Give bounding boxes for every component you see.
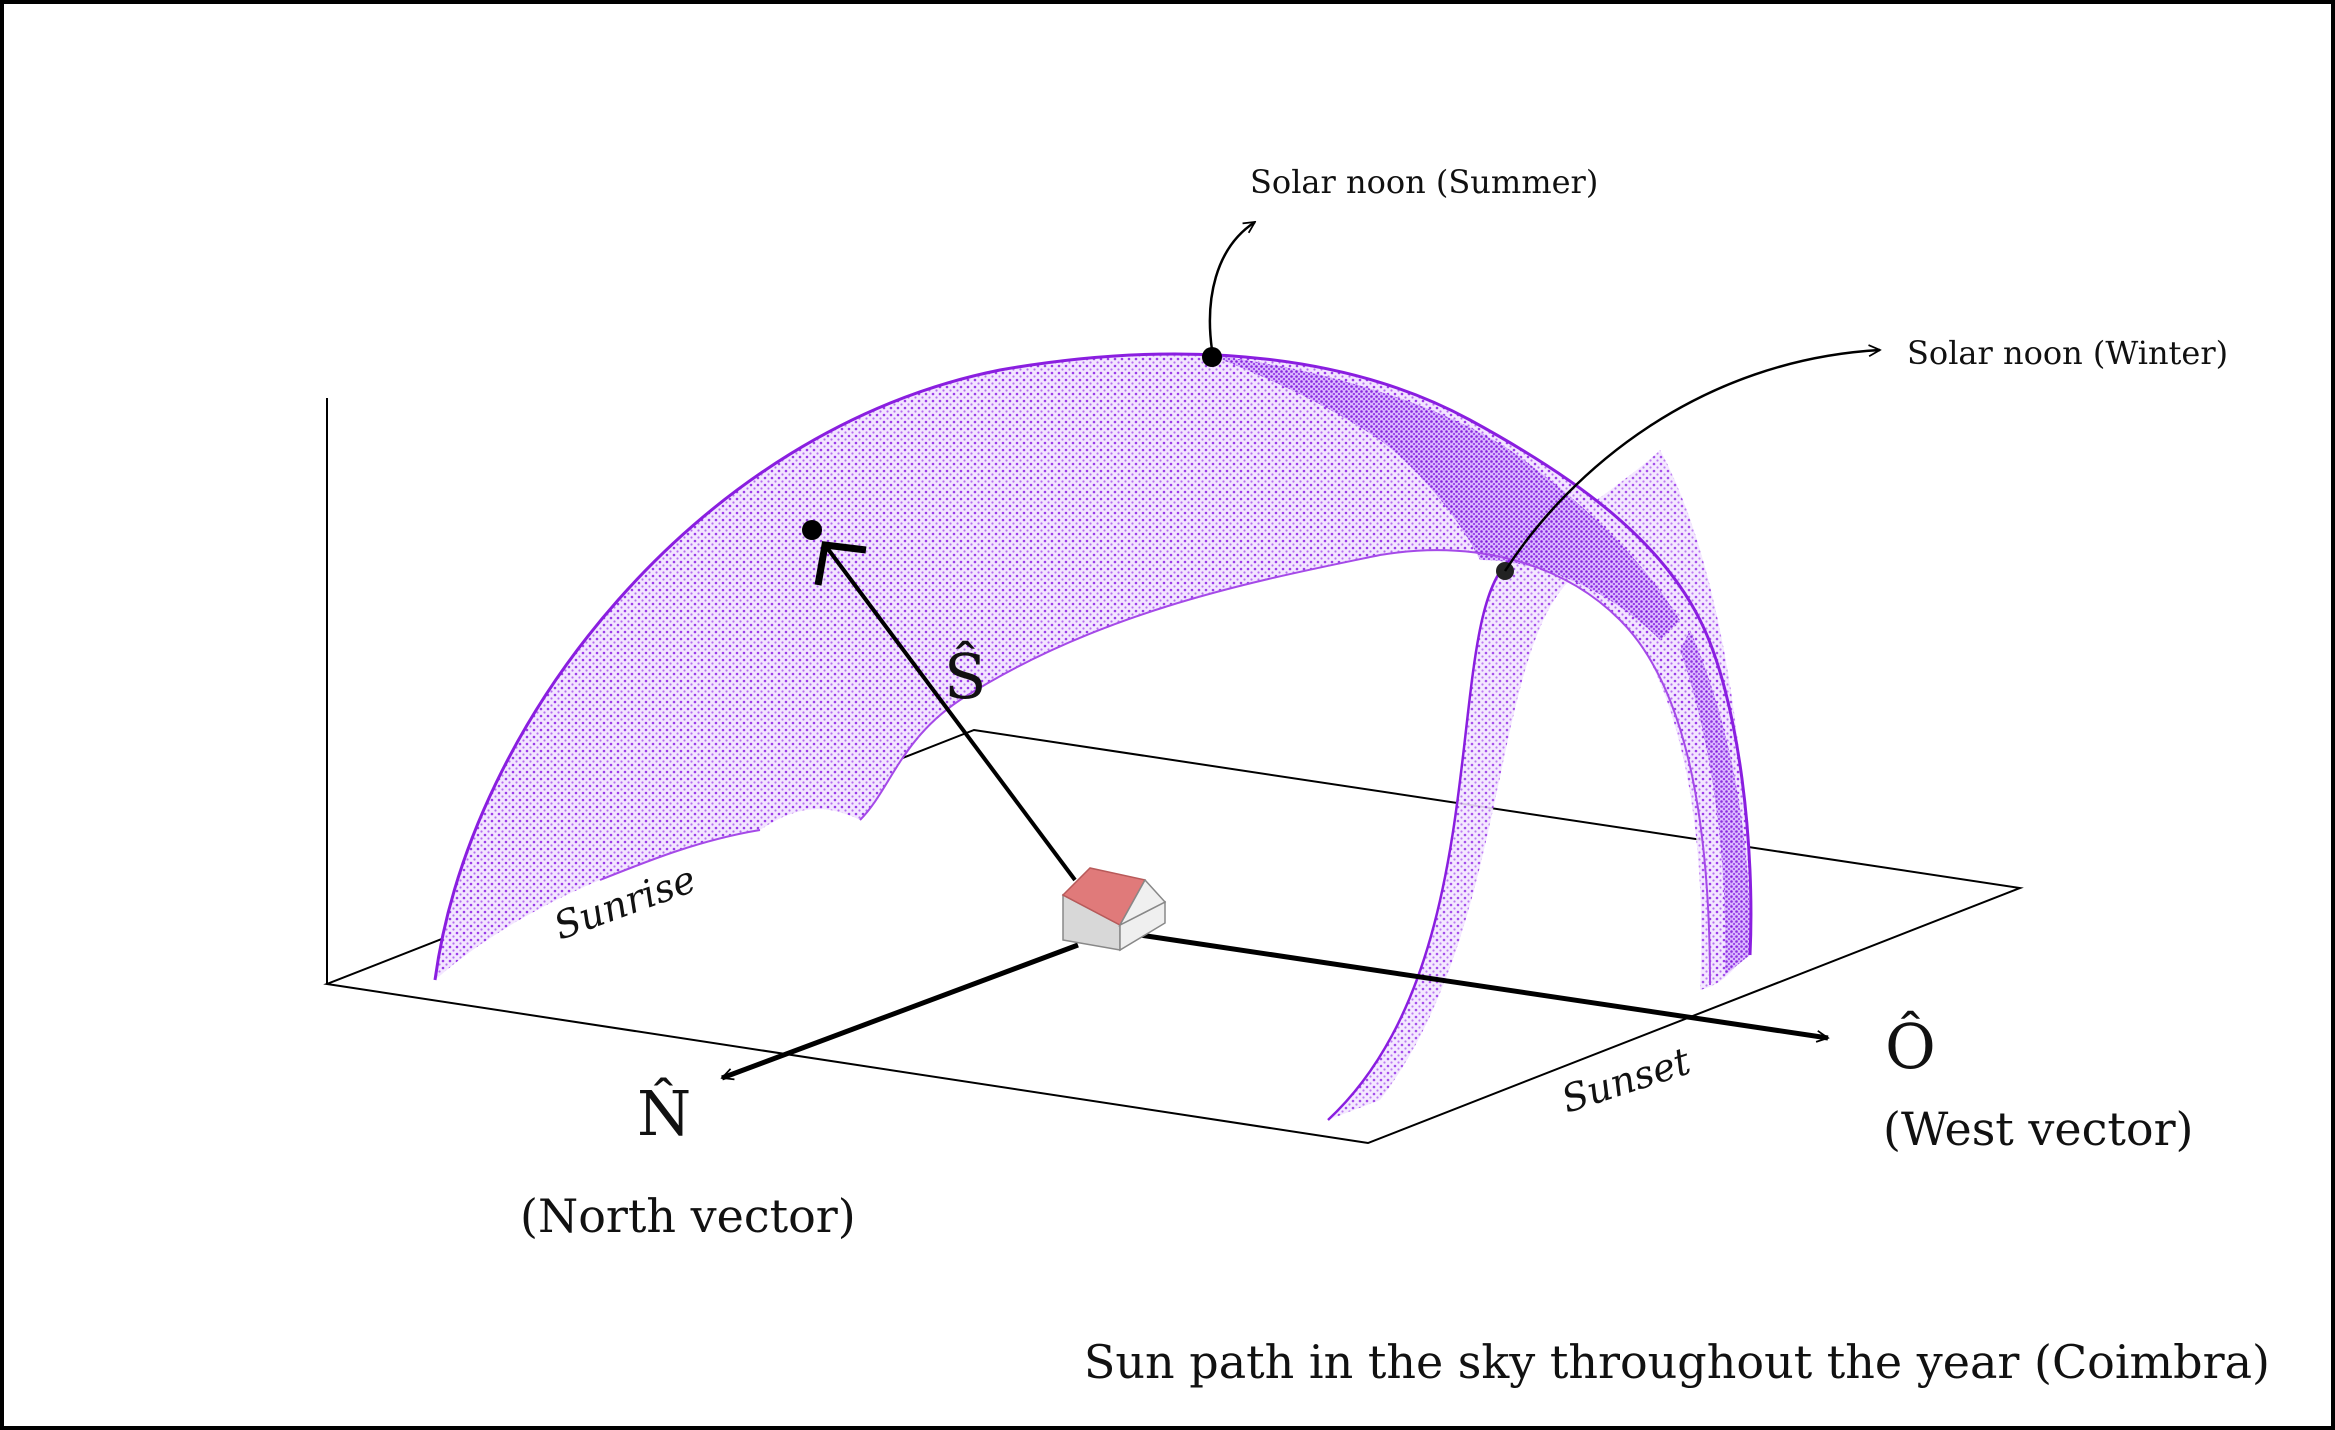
sun-path-band (435, 354, 1751, 985)
sunset-label: Sunset (1556, 1039, 1696, 1122)
sun-path-overlap-top (1210, 355, 1680, 640)
sun-path-inner-edge (599, 549, 1711, 986)
summer-noon-leader (1208, 222, 1255, 351)
winter-arc-edge (1327, 559, 1511, 1121)
west-vector-arrow (1139, 932, 1828, 1038)
sun-path-outer-edge (433, 352, 1753, 981)
figure-caption: Sun path in the sky throughout the year … (1084, 1335, 2270, 1389)
sun-position-point (802, 520, 822, 540)
north-vector-arrow (722, 942, 1079, 1081)
south-vector-arrowhead (814, 541, 867, 586)
summer-noon-label: Solar noon (Summer) (1250, 163, 1598, 201)
house-icon (1061, 867, 1167, 952)
west-vector-symbol: Ô (1885, 1010, 1936, 1083)
summer-noon-point (1202, 347, 1222, 367)
winter-noon-leader (1503, 350, 1880, 572)
north-vector-symbol: N̂ (637, 1077, 691, 1150)
south-vector-symbol: Ŝ (944, 640, 986, 713)
north-vector-caption: (North vector) (520, 1189, 856, 1243)
south-vector-arrow (823, 543, 1077, 882)
sun-path-overlap-right (1680, 630, 1751, 975)
west-vector-caption: (West vector) (1883, 1102, 2194, 1156)
winter-noon-label: Solar noon (Winter) (1907, 334, 2228, 372)
